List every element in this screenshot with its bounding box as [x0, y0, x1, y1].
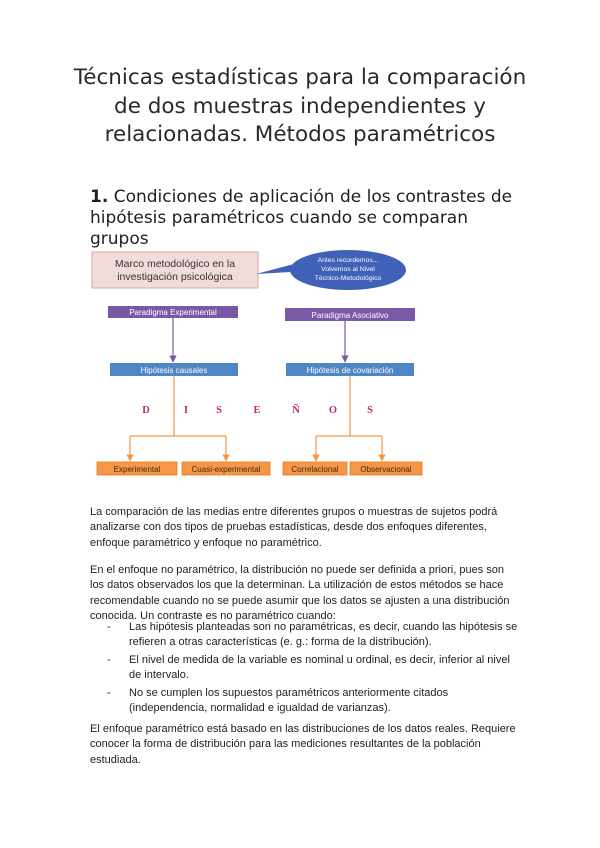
- paradigm-experimental-label: Paradigma Experimental: [129, 308, 217, 317]
- hipotesis-causales-box: Hipótesis causales: [110, 363, 238, 376]
- paragraph-intro: La comparación de las medias entre difer…: [90, 506, 498, 549]
- connector-left: [126, 376, 230, 462]
- marco-line-2: investigación psicológica: [117, 271, 233, 283]
- design-observacional-label: Observacional: [360, 465, 411, 474]
- disenos-letter: I: [184, 405, 188, 416]
- list-item: - No se cumplen los supuestos paramétric…: [90, 686, 520, 717]
- connector-right: [312, 376, 386, 462]
- list-item-text: No se cumplen los supuestos paramétricos…: [129, 686, 449, 715]
- disenos-label: D I S E Ñ O S: [142, 404, 373, 416]
- disenos-letter: D: [142, 405, 150, 416]
- list-item: - El nivel de medida de la variable es n…: [90, 653, 520, 684]
- design-experimental-label: Experimental: [114, 465, 161, 474]
- marco-line-1: Marco metodológico en la: [115, 258, 235, 270]
- document-title: Técnicas estadísticas para la comparació…: [73, 65, 527, 147]
- list-item: - Las hipótesis planteadas son no paramé…: [90, 620, 520, 651]
- disenos-letter: O: [329, 405, 337, 416]
- list-dash: -: [107, 653, 111, 666]
- disenos-letter: S: [216, 405, 222, 416]
- section-number: 1.: [90, 187, 109, 207]
- callout-line-3: Técnico-Metodológico: [315, 275, 382, 282]
- design-correlacional-label: Correlacional: [291, 465, 338, 474]
- paradigm-experimental-box: Paradigma Experimental: [108, 306, 238, 318]
- disenos-letter: Ñ: [292, 404, 300, 416]
- paradigm-asociativo-label: Paradigma Asociativo: [312, 311, 389, 320]
- disenos-letter: S: [367, 405, 373, 416]
- conditions-list: - Las hipótesis planteadas son no paramé…: [90, 620, 520, 718]
- list-item-text: El nivel de medida de la variable es nom…: [129, 653, 510, 682]
- hipotesis-covariacion-label: Hipótesis de covariación: [307, 366, 394, 375]
- list-item-text: Las hipótesis planteadas son no paramétr…: [129, 621, 518, 649]
- design-observacional-box: Observacional: [349, 461, 423, 476]
- callout-line-2: Volvemos al Nivel: [321, 266, 375, 273]
- callout-bubble: Antes recordemos... Volvemos al Nivel Té…: [256, 250, 406, 290]
- section-heading: 1. Condiciones de aplicación de los cont…: [90, 187, 530, 250]
- list-dash: -: [107, 621, 111, 633]
- list-dash: -: [107, 686, 111, 699]
- design-cuasi-box: Cuasi-experimental: [181, 461, 271, 476]
- methodology-diagram: Marco metodológico en la investigación p…: [91, 250, 423, 476]
- marco-box: Marco metodológico en la investigación p…: [91, 251, 259, 289]
- disenos-letter: E: [253, 405, 260, 416]
- paragraph-parametrico: El enfoque paramétrico está basado en la…: [90, 723, 516, 766]
- design-correlacional-box: Correlacional: [282, 461, 348, 476]
- paragraph-no-parametrico: En el enfoque no paramétrico, la distrib…: [90, 564, 510, 623]
- hipotesis-causales-label: Hipótesis causales: [141, 366, 208, 375]
- design-experimental-box: Experimental: [96, 461, 178, 476]
- paradigm-asociativo-box: Paradigma Asociativo: [285, 308, 415, 321]
- hipotesis-covariacion-box: Hipótesis de covariación: [286, 363, 414, 376]
- callout-line-1: Antes recordemos...: [318, 257, 379, 264]
- section-title: Condiciones de aplicación de los contras…: [90, 187, 513, 249]
- design-cuasi-label: Cuasi-experimental: [192, 465, 261, 474]
